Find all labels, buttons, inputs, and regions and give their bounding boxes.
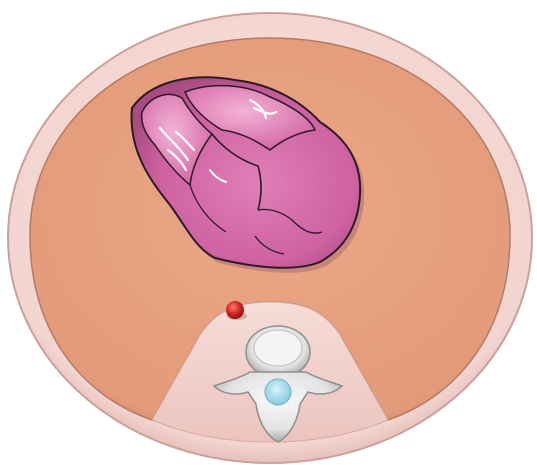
spinal-canal	[265, 379, 291, 405]
